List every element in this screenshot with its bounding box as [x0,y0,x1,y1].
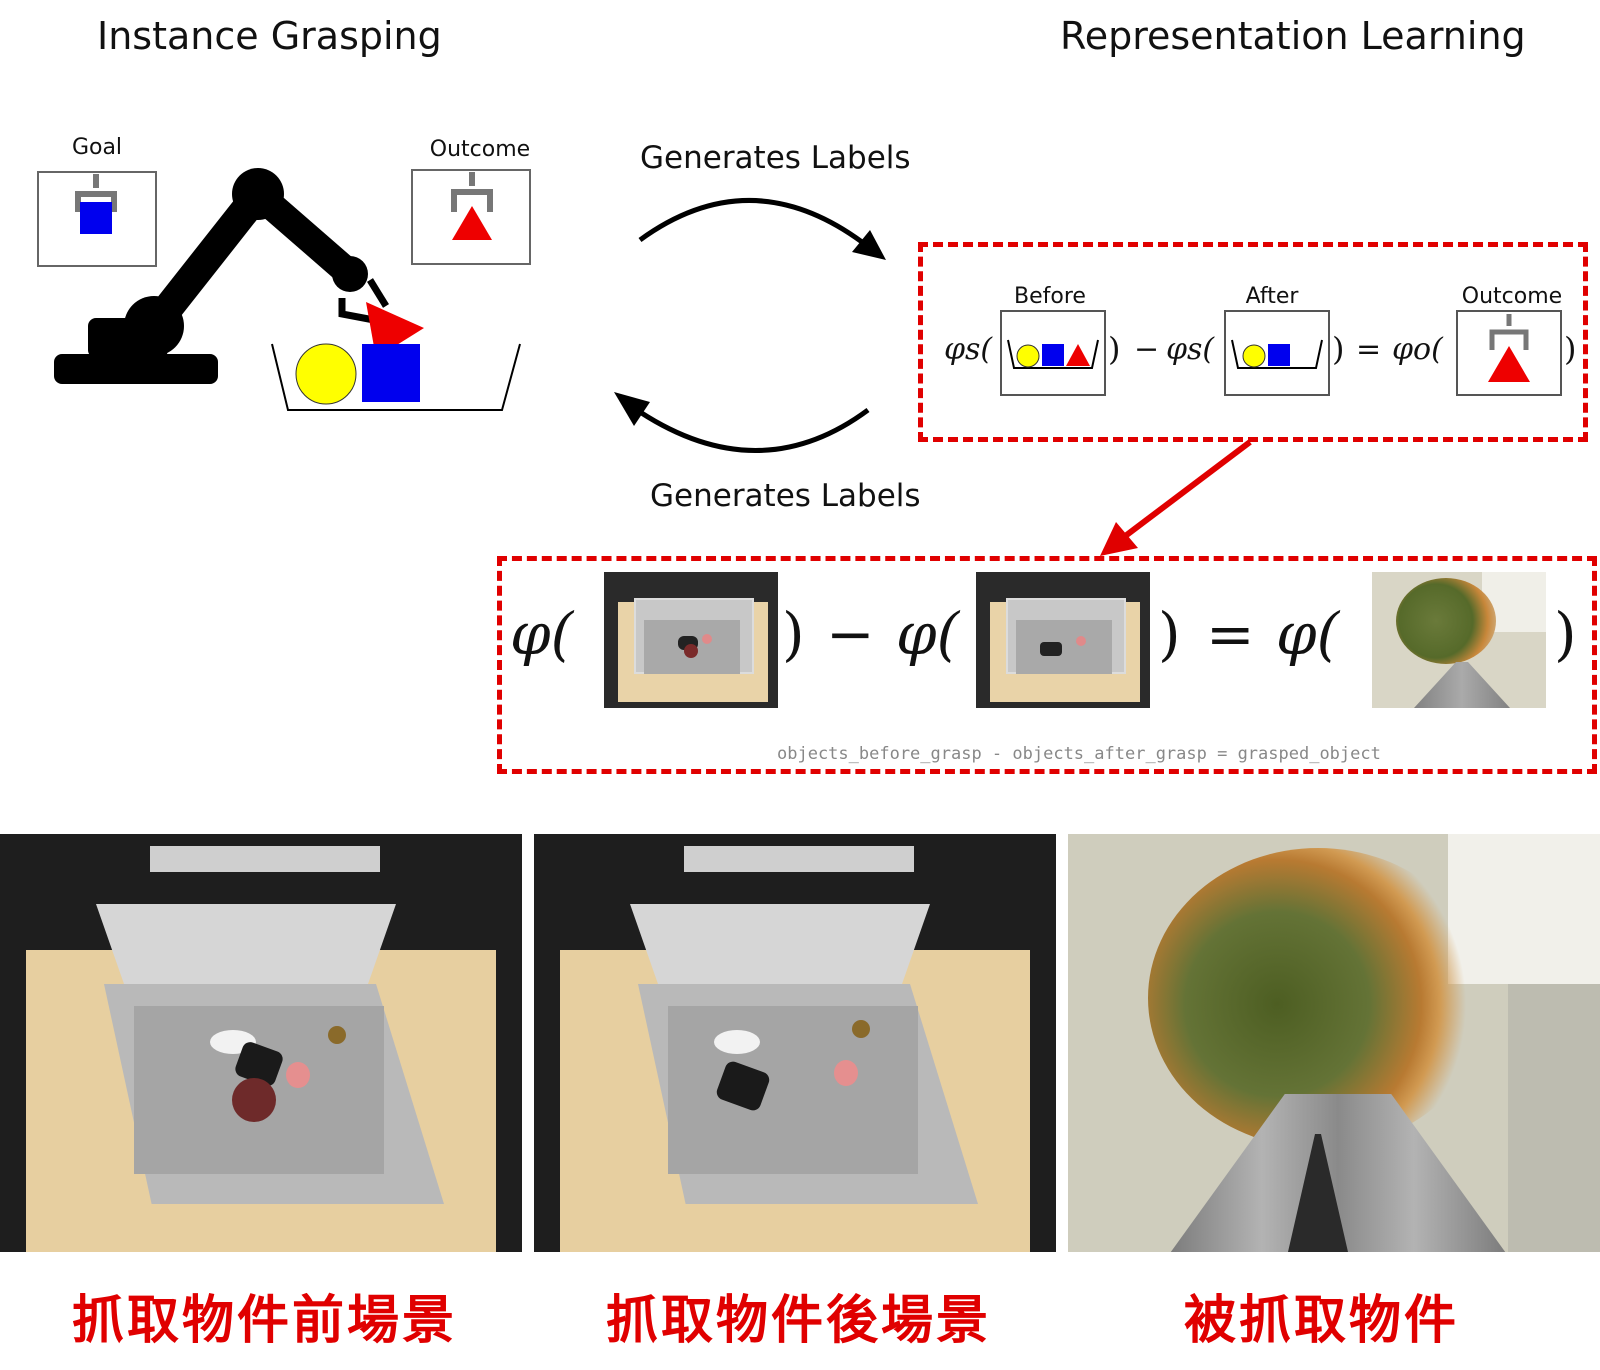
phi-s-before: φs( [944,332,993,367]
outcome-red-triangle [452,206,492,240]
yellow-ball [295,343,357,405]
before-grasp-thumbnail [604,572,778,708]
close-paren-photo-2: ) [1158,600,1181,668]
before-thumbnail [1000,310,1106,396]
minus-sign-1: − [1134,332,1160,367]
outcome-label: Outcome [429,137,531,162]
heading-representation-learning: Representation Learning [1060,14,1526,58]
phi-s-after: φs( [1166,332,1215,367]
cycle-arrows [614,198,886,453]
caption-after-grasp: 抓取物件後場景 [606,1291,992,1351]
minus-sign-photo: − [826,600,875,668]
grasped-object-thumbnail [1372,572,1546,708]
after-label: After [1245,284,1299,309]
before-grasp-photo [0,834,522,1252]
before-label: Before [1014,284,1086,309]
heading-instance-grasping: Instance Grasping [97,14,442,58]
close-paren-photo-3: ) [1554,600,1577,668]
goal-gripper-icon [75,174,117,212]
outcome-gripper-icon [451,172,493,212]
outcome-thumbnail [1456,310,1562,396]
equation-caption: objects_before_grasp - objects_after_gra… [777,744,1381,764]
goal-label: Goal [71,135,123,160]
bottom-arrow-icon [638,407,870,453]
after-grasp-photo [534,834,1056,1252]
goal-blue-square [80,202,112,234]
equals-sign-1: = [1356,332,1382,367]
close-paren-3: ) [1564,330,1577,368]
grasped-object-photo [1068,834,1600,1252]
after-thumbnail [1224,310,1330,396]
cycle-label-bottom: Generates Labels [650,478,921,514]
caption-grasped-object: 被抓取物件 [1184,1291,1460,1351]
photo-equation-frame [497,556,1597,774]
close-paren-1: ) [1108,330,1121,368]
close-paren-photo-1: ) [782,600,805,668]
robot-schematic [37,168,531,411]
close-paren-2: ) [1332,330,1345,368]
cycle-label-top: Generates Labels [640,140,911,176]
phi-2: φ( [896,600,960,668]
after-grasp-thumbnail [976,572,1150,708]
schematic-equation-frame [918,242,1588,442]
blue-block [362,344,420,402]
red-connector-arrow-icon [1100,439,1252,556]
phi-o-outcome: φo( [1392,332,1443,367]
caption-before-grasp: 抓取物件前場景 [72,1291,458,1351]
equals-sign-photo: = [1206,600,1255,668]
bin-icon [271,343,521,411]
schematic-outcome-label: Outcome [1461,284,1563,309]
top-arrow-icon [638,198,864,245]
phi-1: φ( [510,600,574,668]
phi-3: φ( [1276,600,1340,668]
